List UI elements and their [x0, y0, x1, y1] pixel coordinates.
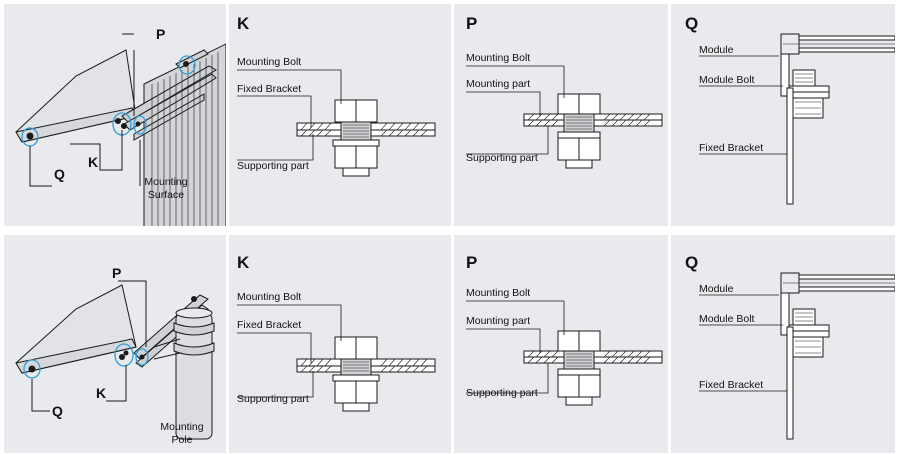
caption-line2: Pole — [171, 434, 193, 446]
label-supporting-part: Supporting part — [237, 393, 309, 405]
detail-q-panel: Q Module Module Bolt Fixed Bracket — [671, 235, 895, 453]
detail-p-title: P — [466, 253, 478, 272]
detail-k-drawing — [237, 69, 436, 177]
label-supporting-part: Supporting part — [466, 387, 538, 399]
detail-k-panel: K Mounting Bolt Fixed Bracket Supporting… — [229, 4, 451, 226]
label-module-bolt: Module Bolt — [699, 74, 755, 86]
label-mounting-bolt: Mounting Bolt — [237, 291, 302, 303]
callout-k: K — [88, 154, 99, 170]
overview-panel-wall: P K Q Mounting Surface — [4, 4, 226, 226]
detail-k-title: K — [237, 253, 250, 272]
detail-q-drawing — [699, 33, 895, 205]
detail-q-title: Q — [685, 14, 699, 33]
caption-line1: Mounting — [160, 421, 204, 433]
label-fixed-bracket: Fixed Bracket — [237, 319, 302, 331]
detail-p-panel: P Mounting Bolt Mounting part Supporting… — [454, 4, 668, 226]
label-module: Module — [699, 44, 734, 56]
detail-q-title: Q — [685, 253, 699, 272]
label-fixed-bracket: Fixed Bracket — [699, 379, 764, 391]
detail-p-drawing — [466, 300, 663, 406]
label-supporting-part: Supporting part — [466, 152, 538, 164]
detail-p-drawing — [466, 65, 663, 169]
callout-k: K — [96, 385, 107, 401]
label-module: Module — [699, 283, 734, 295]
detail-q-drawing — [699, 272, 895, 440]
label-mounting-part: Mounting part — [466, 315, 531, 327]
caption-line2: Surface — [147, 189, 185, 201]
label-fixed-bracket: Fixed Bracket — [237, 83, 302, 95]
label-supporting-part: Supporting part — [237, 160, 309, 172]
overview-panel-pole: P K Q Mounting Pole — [4, 235, 226, 453]
detail-k-title: K — [237, 14, 250, 33]
label-module-bolt: Module Bolt — [699, 313, 755, 325]
label-mounting-part: Mounting part — [466, 78, 531, 90]
detail-k-drawing — [237, 304, 436, 412]
detail-q-panel: Q Module Module Bolt Fixed Bracket — [671, 4, 895, 226]
label-mounting-bolt: Mounting Bolt — [466, 287, 531, 299]
wall-mount-drawing — [15, 33, 226, 226]
label-mounting-bolt: Mounting Bolt — [466, 52, 531, 64]
detail-k-panel: K Mounting Bolt Fixed Bracket Supporting… — [229, 235, 451, 453]
detail-p-title: P — [466, 14, 478, 33]
callout-q: Q — [54, 166, 65, 182]
detail-p-panel: P Mounting Bolt Mounting part Supporting… — [454, 235, 668, 453]
caption-line1: Mounting — [144, 176, 188, 188]
callout-p: P — [112, 265, 122, 281]
pole-mount-drawing — [15, 280, 215, 440]
callout-q: Q — [52, 403, 63, 419]
label-mounting-bolt: Mounting Bolt — [237, 56, 302, 68]
label-fixed-bracket: Fixed Bracket — [699, 142, 764, 154]
callout-p: P — [156, 26, 166, 42]
